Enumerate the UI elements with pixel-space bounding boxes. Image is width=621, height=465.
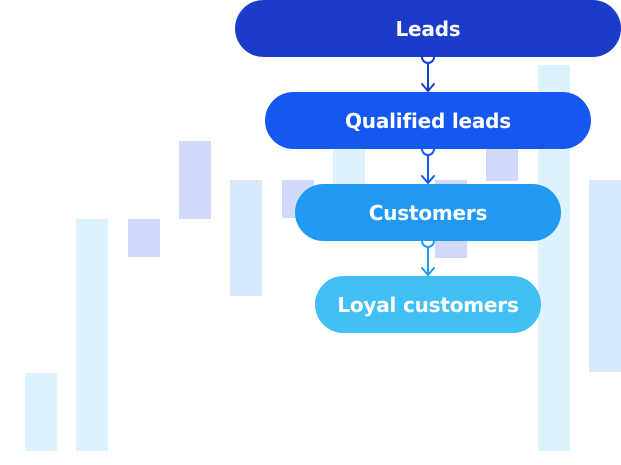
stage-loyal-customers-label: Loyal customers — [337, 292, 519, 317]
stage-leads-label: Leads — [395, 16, 461, 41]
connector-qualified-to-customers — [421, 142, 435, 184]
background-bar — [76, 219, 108, 451]
background-bar — [589, 180, 621, 372]
background-bar — [179, 141, 211, 219]
stage-customers: Customers — [295, 184, 561, 241]
background-bar — [25, 373, 57, 451]
stage-loyal-customers: Loyal customers — [315, 276, 541, 333]
connector-customers-to-loyal — [421, 234, 435, 276]
stage-customers-label: Customers — [368, 200, 488, 225]
background-bar — [230, 180, 262, 296]
stage-leads: Leads — [235, 0, 621, 57]
background-bar — [128, 219, 160, 257]
stage-qualified-leads: Qualified leads — [265, 92, 591, 149]
connector-leads-to-qualified — [421, 50, 435, 92]
stage-qualified-leads-label: Qualified leads — [345, 108, 511, 133]
